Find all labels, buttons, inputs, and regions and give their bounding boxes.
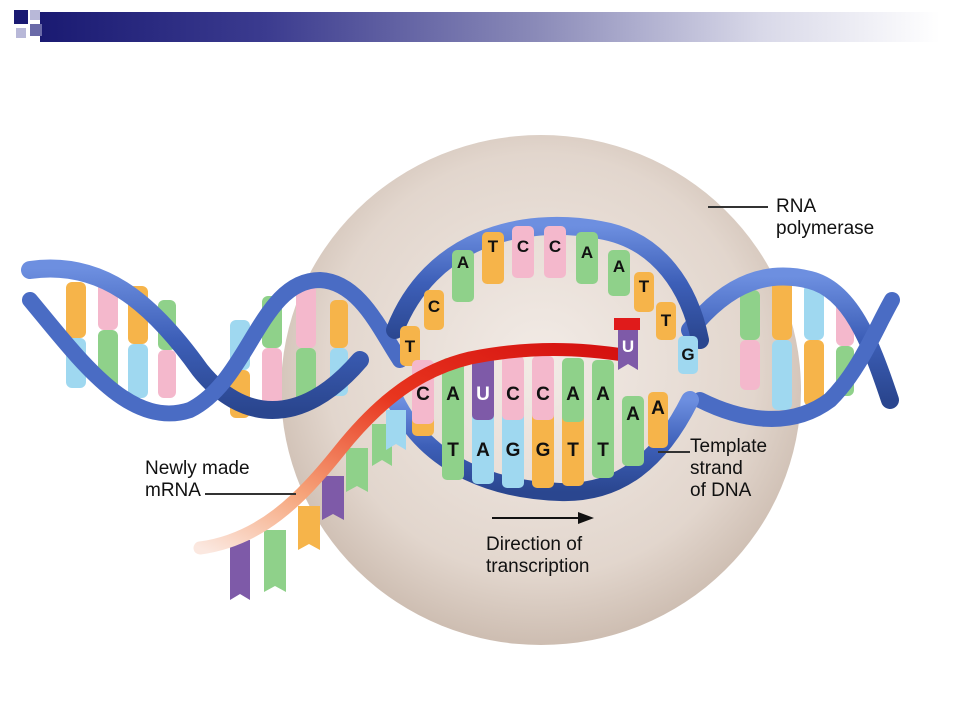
base-letter: T (567, 440, 579, 461)
incoming-nucleotide (614, 318, 640, 370)
leader-lines (205, 206, 768, 495)
label-line: Template (690, 436, 768, 457)
base-letter: C (416, 384, 430, 405)
base-letter: T (639, 277, 650, 296)
base-letter: A (596, 384, 610, 405)
base-letter: A (613, 257, 625, 276)
rna-strand-letters: C A U C C A A (416, 384, 610, 405)
label-line: RNA (776, 196, 817, 217)
mrna-backbone (193, 343, 637, 555)
label-template-strand: Template strand of DNA (690, 436, 767, 502)
base-letter: A (476, 440, 490, 461)
base-letter: A (581, 243, 593, 262)
label-line: Newly made (145, 458, 250, 479)
base-letter: T (661, 311, 672, 330)
base-letter: C (517, 237, 529, 256)
left-helix-strands (21, 259, 408, 422)
label-line: of DNA (690, 480, 752, 501)
template-strand (386, 391, 699, 502)
header-bar (40, 12, 940, 42)
base-letter: C (506, 384, 520, 405)
label-line: Direction of (486, 534, 583, 555)
header-square-mid (30, 24, 42, 36)
base-letter: A (446, 384, 460, 405)
label-line: polymerase (776, 218, 875, 239)
header-square-dark (14, 10, 28, 24)
base-letter: C (428, 297, 440, 316)
label-direction-of-transcription: Direction of transcription (486, 534, 590, 578)
base-letter: C (536, 384, 550, 405)
base-letter: A (457, 253, 469, 272)
base-letter: C (549, 237, 561, 256)
base-letter: G (506, 440, 521, 461)
upper-dna-strand (386, 216, 709, 349)
top-strand-bases (400, 226, 698, 374)
right-helix-strands (681, 267, 900, 427)
base-letter: T (597, 440, 609, 461)
top-strand-letters: T C A T C C A A T T G (405, 237, 695, 364)
template-strand-letters: T A G G T T A A (447, 398, 665, 461)
label-line: strand (690, 458, 743, 479)
label-newly-made-mrna: Newly made mRNA (145, 458, 250, 502)
direction-arrow (492, 512, 594, 524)
label-rna-polymerase: RNA polymerase (776, 196, 874, 240)
base-letter: T (405, 337, 416, 356)
base-letter: A (566, 384, 580, 405)
header-square-light (30, 10, 40, 20)
label-line: transcription (486, 556, 590, 577)
header-square-light (16, 28, 26, 38)
label-line: mRNA (145, 480, 201, 501)
base-letter: T (447, 440, 459, 461)
base-letter: U (476, 384, 490, 405)
base-letter: G (681, 345, 694, 364)
incoming-base-letter: U (622, 337, 634, 356)
base-letter: A (626, 404, 640, 425)
mrna-trailing-bases (230, 410, 406, 600)
base-letter: G (536, 440, 551, 461)
base-letter: A (651, 398, 665, 419)
base-letter: T (488, 237, 499, 256)
